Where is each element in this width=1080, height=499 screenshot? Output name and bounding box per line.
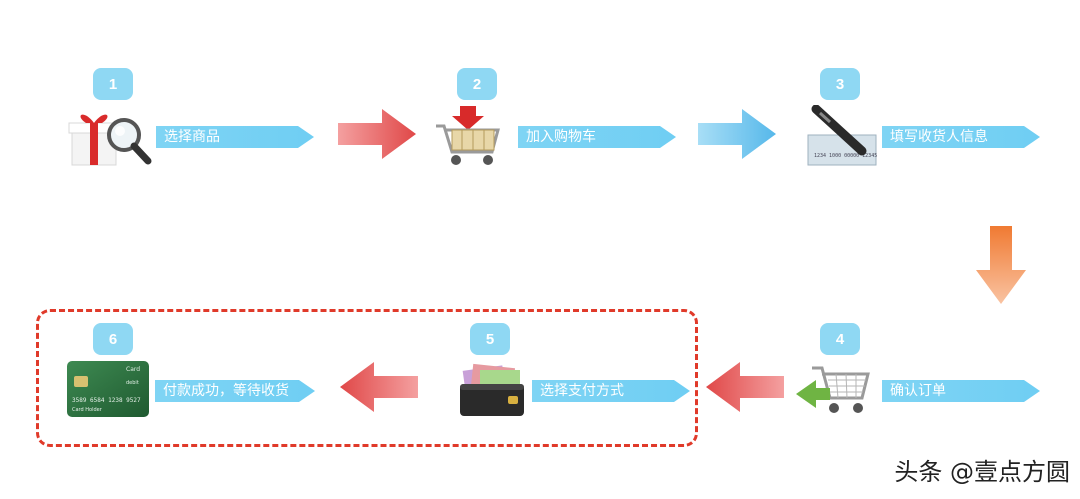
step-1-text: 选择商品: [164, 129, 220, 145]
check-number-text: 1234 1000 00000 12345: [814, 153, 877, 159]
step-3-label: 填写收货人信息: [882, 126, 1040, 148]
wallet-icon: [458, 362, 528, 418]
step-3-text: 填写收货人信息: [890, 129, 988, 145]
card-brand-text: Card: [126, 366, 140, 373]
shopping-cart-add-icon: [432, 106, 504, 168]
watermark: 头条 @壹点方圆: [894, 458, 1070, 486]
step-4-label: 确认订单: [882, 380, 1040, 402]
arrow-right-blue: [698, 109, 776, 163]
card-holder-text: Card Holder: [72, 407, 103, 413]
step-5-badge: 5: [470, 323, 510, 355]
step-6-badge: 6: [93, 323, 133, 355]
credit-card-icon: Card debit 3589 6584 1238 9527 Card Hold…: [66, 360, 150, 418]
step-4-text: 确认订单: [890, 383, 946, 399]
arrow-left-red: [706, 362, 784, 416]
step-5-label: 选择支付方式: [532, 380, 690, 402]
step-1-badge: 1: [93, 68, 133, 100]
step-2-label: 加入购物车: [518, 126, 676, 148]
step-4-badge: 4: [820, 323, 860, 355]
arrow-right-red: [338, 109, 416, 163]
step-6-text: 付款成功，等待收货: [163, 383, 289, 399]
step-2-text: 加入购物车: [526, 129, 596, 145]
gift-magnifier-icon: [66, 107, 152, 167]
step-5-text: 选择支付方式: [540, 383, 624, 399]
card-type-text: debit: [126, 380, 139, 386]
step-6-label: 付款成功，等待收货: [155, 380, 315, 402]
check-pen-icon: 1234 1000 00000 12345: [806, 104, 878, 167]
step-1-label: 选择商品: [156, 126, 314, 148]
cart-confirm-icon: [794, 362, 870, 418]
payment-section-highlight: [36, 309, 698, 447]
step-3-badge: 3: [820, 68, 860, 100]
arrow-down-orange: [976, 226, 1026, 308]
arrow-left-red-2: [340, 362, 418, 416]
card-number-text: 3589 6584 1238 9527: [72, 397, 141, 404]
step-2-badge: 2: [457, 68, 497, 100]
